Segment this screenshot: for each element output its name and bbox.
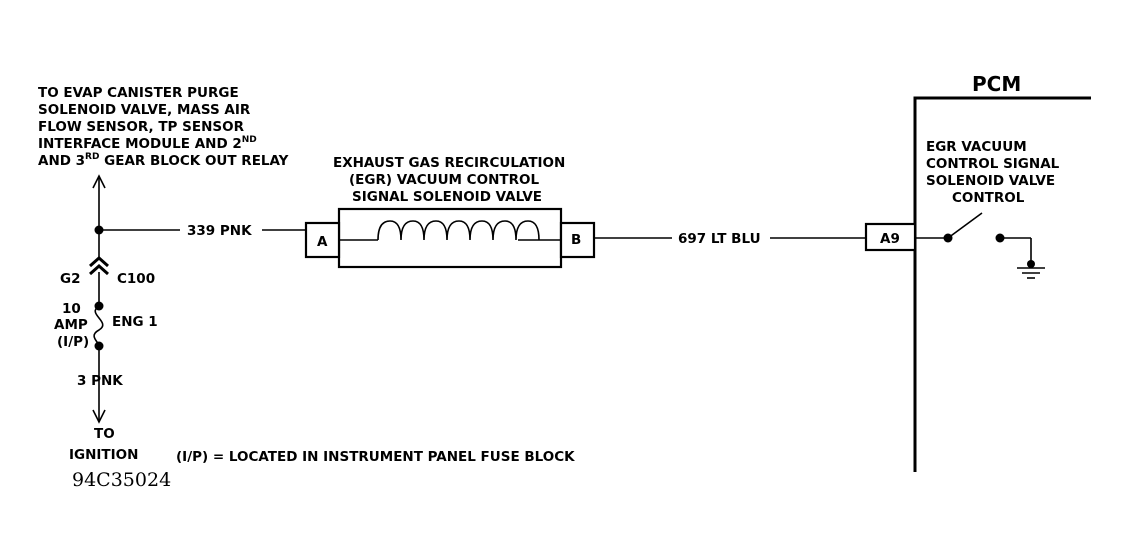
pcm-terminal-a9 bbox=[864, 222, 917, 252]
fuse-unit: AMP bbox=[54, 317, 88, 333]
egr-solenoid: EXHAUST GAS RECIRCULATION (EGR) VACUUM C… bbox=[304, 155, 596, 269]
connector-right-label: C100 bbox=[117, 271, 155, 287]
pcm-control-line-3: SOLENOID VALVE bbox=[926, 173, 1055, 189]
pcm-module: PCM A9 EGR VACUUM CONTROL SIGNAL SOLENOI… bbox=[864, 72, 1091, 472]
solenoid-title-line-3: SIGNAL SOLENOID VALVE bbox=[352, 189, 542, 205]
figure-code: 94C35024 bbox=[72, 469, 171, 491]
footnote: (I/P) = LOCATED IN INSTRUMENT PANEL FUSE… bbox=[176, 449, 575, 465]
pcm-control-line-2: CONTROL SIGNAL bbox=[926, 156, 1060, 172]
pcm-boundary bbox=[913, 96, 1091, 472]
fuse-icon bbox=[93, 305, 104, 347]
wire-right-label: 697 LT BLU bbox=[678, 231, 761, 247]
switch-blade-icon bbox=[947, 212, 983, 239]
destination-line-2: SOLENOID VALVE, MASS AIR bbox=[38, 102, 251, 118]
fuse-location: (I/P) bbox=[57, 334, 89, 350]
terminal-a-label: A bbox=[317, 234, 328, 250]
destination-line-3: FLOW SENSOR, TP SENSOR bbox=[38, 119, 245, 135]
ground-node bbox=[1027, 260, 1035, 268]
connector-chevron-icon bbox=[89, 263, 109, 276]
terminal-b-label: B bbox=[571, 232, 581, 248]
solenoid-title-line-2: (EGR) VACUUM CONTROL bbox=[349, 172, 539, 188]
coil-icon bbox=[377, 220, 540, 241]
ignition-line-2: IGNITION bbox=[69, 447, 138, 463]
wire-left-label: 339 PNK bbox=[187, 223, 252, 239]
pcm-title: PCM bbox=[972, 72, 1021, 96]
destination-line-5-sup: RD bbox=[85, 152, 99, 162]
connector-chevron-icon bbox=[89, 255, 109, 268]
solenoid-terminal-b bbox=[559, 221, 596, 259]
destination-note: TO EVAP CANISTER PURGE SOLENOID VALVE, M… bbox=[38, 85, 289, 169]
solenoid-terminal-a bbox=[304, 221, 341, 259]
destination-line-5: AND 3RD GEAR BLOCK OUT RELAY bbox=[38, 152, 289, 169]
destination-line-4: INTERFACE MODULE AND 2ND bbox=[38, 135, 257, 152]
pcm-control-line-4: CONTROL bbox=[952, 190, 1025, 206]
feed-circuit bbox=[89, 174, 109, 424]
pcm-control-line-1: EGR VACUUM bbox=[926, 139, 1027, 155]
destination-line-1: TO EVAP CANISTER PURGE bbox=[38, 85, 239, 101]
arrow-down-icon bbox=[92, 409, 106, 424]
pcm-terminal-label: A9 bbox=[880, 231, 900, 247]
connector-left-label: G2 bbox=[60, 271, 80, 287]
destination-line-5-pre: AND 3 bbox=[38, 153, 85, 169]
solenoid-title-line-1: EXHAUST GAS RECIRCULATION bbox=[333, 155, 565, 171]
ignition-line-1: TO bbox=[94, 426, 115, 442]
destination-line-4-text: INTERFACE MODULE AND 2 bbox=[38, 136, 242, 152]
arrow-up-icon bbox=[92, 174, 106, 189]
solenoid-body bbox=[337, 207, 563, 269]
fuse-amps: 10 bbox=[62, 301, 81, 317]
feed-wire-label: 3 PNK bbox=[77, 373, 123, 389]
fuse-name: ENG 1 bbox=[112, 314, 158, 330]
destination-line-4-sup: ND bbox=[242, 135, 257, 145]
destination-line-5-post: GEAR BLOCK OUT RELAY bbox=[99, 153, 288, 169]
ground-icon bbox=[1017, 267, 1045, 279]
